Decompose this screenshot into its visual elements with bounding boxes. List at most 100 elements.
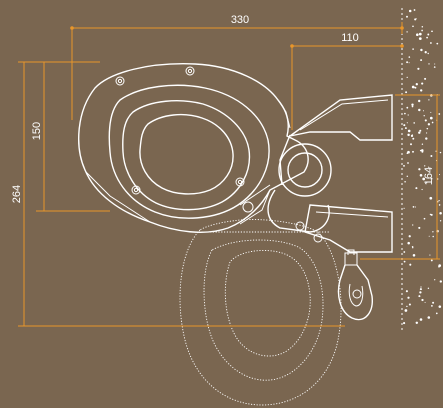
wall-dot	[422, 110, 425, 112]
wall-dot	[406, 305, 408, 308]
wall-dot	[408, 235, 411, 238]
wall-dot	[427, 123, 431, 126]
wall-dot	[418, 108, 421, 112]
wall-dot	[438, 264, 442, 267]
wall-dot	[427, 316, 431, 319]
wall-dot	[428, 63, 430, 65]
wall-dot	[426, 132, 428, 134]
dimension-wall-offset: 110	[290, 32, 404, 130]
wall-dot	[425, 137, 428, 140]
wall-dot	[418, 99, 421, 103]
wall-dot	[429, 254, 431, 256]
wall-dot	[406, 106, 409, 109]
wall-dot	[427, 33, 430, 36]
wall-dot	[407, 114, 409, 116]
wall-dot	[412, 150, 414, 153]
wall-dot	[439, 280, 442, 283]
wall-dot	[412, 25, 414, 28]
wall-dot	[412, 224, 414, 226]
lowered-seat-outline	[179, 219, 342, 406]
wall-dot	[410, 134, 414, 138]
wall-dot	[403, 260, 406, 263]
wall-dot	[412, 254, 416, 257]
wall-dot	[407, 162, 409, 164]
wall-dot	[421, 82, 424, 85]
wall-dot	[403, 207, 405, 209]
wall-dot	[427, 52, 429, 55]
wall-dot	[421, 298, 424, 302]
wall-dot	[420, 48, 423, 52]
wall-dot	[418, 168, 421, 171]
wall-dot	[424, 301, 426, 303]
wall-dot	[436, 42, 439, 45]
flush-spout	[337, 249, 373, 321]
wall-dot	[411, 85, 415, 89]
wall-dot	[434, 63, 436, 65]
wall-dot	[407, 241, 410, 245]
dimension-label-overall-width: 330	[231, 14, 249, 26]
dimension-bowl-height: 150	[31, 61, 110, 212]
wall-dot	[412, 48, 414, 50]
wall-dot	[430, 111, 432, 113]
wall-dot	[403, 124, 406, 127]
wall-dot	[408, 62, 410, 64]
wall-dot	[427, 287, 430, 290]
dimension-label-wall-offset: 110	[341, 32, 359, 44]
wall-dot	[403, 322, 406, 325]
wall-dot	[418, 226, 421, 229]
dimension-wall-height: 164	[360, 94, 440, 260]
wall-dot	[417, 67, 420, 70]
wall-dot	[435, 312, 438, 315]
wall-dot	[415, 83, 418, 86]
dimension-overall-width: 330	[70, 14, 404, 120]
wall-dot	[411, 103, 414, 106]
dimension-label-bowl-height: 150	[31, 122, 43, 140]
wall-dot	[414, 206, 417, 208]
wall-dot	[421, 150, 424, 153]
wall-dot	[430, 259, 433, 262]
wall-dot	[429, 116, 433, 120]
wall-dot	[439, 151, 442, 154]
wall-dot	[421, 143, 424, 145]
wall-dot	[419, 129, 422, 132]
wall-dot	[432, 235, 434, 238]
wall-dot	[438, 174, 441, 176]
wall-dot	[404, 112, 406, 115]
wall	[401, 8, 442, 330]
wall-dot	[415, 187, 418, 190]
wall-dot	[434, 279, 436, 281]
wall-dot	[426, 127, 429, 130]
wall-dot	[419, 318, 423, 321]
wall-dot	[414, 86, 417, 89]
wall-dot	[439, 212, 442, 215]
wall-dot	[424, 77, 427, 80]
wall-dot	[406, 61, 409, 64]
wall-dot	[431, 121, 434, 124]
wall-dot	[412, 206, 415, 208]
wall-dot	[429, 42, 432, 44]
wall-texture	[403, 9, 442, 325]
wall-dot	[435, 150, 437, 152]
wall-dot	[423, 217, 426, 220]
wall-dot	[413, 122, 415, 124]
dimension-label-overall-height: 264	[11, 185, 23, 203]
wall-dot	[404, 127, 407, 130]
wall-dot	[413, 9, 416, 11]
wall-dot	[438, 305, 442, 308]
wall-dot	[418, 32, 422, 36]
wall-dot	[424, 119, 427, 122]
wall-dot	[404, 181, 406, 183]
toilet-bowl-raised	[78, 63, 309, 233]
wall-dot	[421, 188, 423, 191]
wall-dot	[409, 263, 412, 266]
wall-dot	[432, 301, 435, 304]
wall-dot	[418, 131, 421, 134]
wall-dot	[431, 305, 433, 307]
wall-dot	[406, 152, 409, 155]
wall-dot	[430, 155, 433, 157]
wall-dot	[428, 99, 430, 101]
wall-dot	[408, 9, 412, 13]
wall-dot	[408, 303, 411, 306]
wall-dot	[438, 199, 440, 202]
